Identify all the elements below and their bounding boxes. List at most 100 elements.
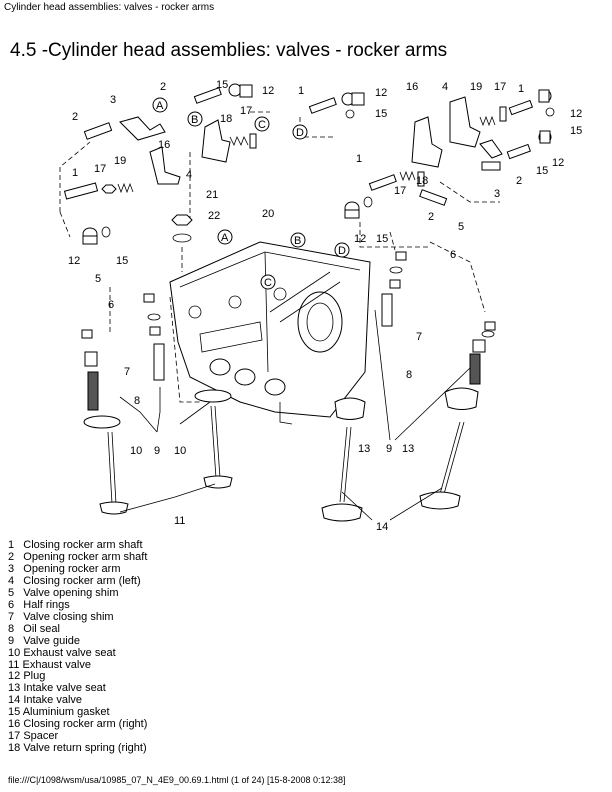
callout-4: 4 [442, 81, 448, 93]
part-name: Closing rocker arm (left) [23, 574, 141, 587]
part-number: 4 [8, 574, 15, 587]
callout-15: 15 [216, 79, 228, 91]
arrow-label-b: B [191, 114, 198, 126]
callout-1: 1 [356, 153, 362, 165]
arrow-labels: A B C D A B D C [152, 97, 350, 290]
part-number: 18 [8, 742, 21, 755]
part-number: 16 [8, 718, 21, 731]
callout-8: 8 [134, 395, 140, 407]
part-name: Opening rocker arm shaft [23, 550, 148, 563]
callout-20: 20 [262, 208, 274, 220]
parts-list-item: 8 Oil seal [8, 622, 147, 636]
callout-16: 16 [406, 81, 418, 93]
callout-10: 10 [174, 445, 186, 457]
parts-list-item: 10 Exhaust valve seat [8, 646, 147, 660]
callout-6: 6 [108, 299, 114, 311]
callout-10: 10 [130, 445, 142, 457]
part-number: 13 [8, 682, 21, 695]
part-number: 17 [8, 730, 21, 743]
callout-2: 2 [428, 211, 434, 223]
cylinder-head [169, 241, 371, 425]
parts-list-item: 1 Closing rocker arm shaft [8, 539, 147, 552]
valve-train-right [321, 231, 496, 522]
arrow-label-d-2: D [338, 245, 346, 257]
callout-18: 18 [416, 175, 428, 187]
parts-list: 1 Closing rocker arm shaft 2 Opening roc… [8, 539, 148, 755]
part-name: Opening rocker arm [23, 562, 121, 575]
part-number: 3 [8, 562, 15, 575]
callout-12: 12 [68, 255, 80, 267]
callout-17: 17 [240, 105, 252, 117]
part-name: Valve guide [23, 634, 80, 647]
part-number: 1 [8, 539, 15, 551]
part-name: Closing rocker arm shaft [23, 539, 143, 551]
part-name: Half rings [23, 598, 70, 611]
callout-19: 19 [470, 81, 482, 93]
callout-13: 13 [402, 443, 414, 455]
parts-list-item: 12 Plug [8, 671, 147, 683]
callout-2: 2 [160, 81, 166, 93]
browser-header: Cylinder head assemblies: valves - rocke… [4, 2, 215, 13]
part-number: 6 [8, 598, 15, 611]
callout-9: 9 [154, 445, 160, 457]
callout-11: 11 [174, 515, 185, 527]
arrow-label-a: A [156, 100, 164, 112]
arrow-label-c: C [258, 119, 266, 131]
parts-list-item: 6 Half rings [8, 598, 147, 612]
callout-5: 5 [458, 221, 464, 233]
parts-list-item: 7 Valve closing shim [8, 610, 147, 624]
callout-5: 5 [95, 273, 101, 285]
parts-list-item: 2 Opening rocker arm shaft [8, 550, 148, 564]
callout-12: 12 [552, 157, 564, 169]
part-number: 8 [8, 622, 15, 635]
part-number: 7 [8, 610, 15, 623]
parts-list-item: 15 Aluminium gasket [8, 706, 147, 719]
callout-3: 3 [110, 94, 116, 106]
callout-12: 12 [570, 108, 582, 120]
part-number: 9 [8, 634, 15, 647]
exploded-diagram: A B C D A B D C 2 15 12 3 2 18 17 16 17 … [59, 79, 582, 532]
callout-17: 17 [494, 81, 506, 93]
callout-2: 2 [516, 175, 522, 187]
callout-18: 18 [220, 113, 232, 125]
callout-7: 7 [124, 366, 130, 378]
shaft-plug-group [299, 92, 365, 138]
callout-8: 8 [406, 369, 412, 381]
part-name: Exhaust valve [22, 658, 91, 671]
callout-1: 1 [298, 85, 304, 97]
part-number: 15 [8, 706, 21, 719]
callout-12: 12 [375, 87, 387, 99]
part-number: 14 [8, 694, 21, 707]
part-number: 5 [8, 586, 15, 599]
parts-list-item: 9 Valve guide [8, 634, 147, 648]
rocker-group-right [344, 89, 555, 248]
callout-9: 9 [386, 443, 392, 455]
callout-15: 15 [570, 125, 582, 137]
arrow-label-a-2: A [221, 232, 229, 244]
part-name: Closing rocker arm (right) [23, 718, 148, 731]
page-footer-url: file:///C|/1098/wsm/usa/10985_07_N_4E9_0… [8, 775, 346, 785]
part-name: Spacer [23, 730, 59, 743]
part-name: Exhaust valve seat [23, 646, 116, 659]
callout-3: 3 [494, 188, 500, 200]
part-name: Intake valve seat [23, 682, 106, 695]
part-name: Valve opening shim [23, 586, 119, 599]
callout-19: 19 [114, 155, 126, 167]
plug-washer-group [171, 214, 193, 272]
parts-list-item: 17 Spacer [8, 730, 147, 743]
part-number: 10 [8, 646, 21, 659]
valve-train-left [81, 287, 233, 515]
callout-15: 15 [536, 165, 548, 177]
callout-1: 1 [518, 83, 524, 95]
part-number: 2 [8, 550, 15, 563]
callout-13: 13 [358, 443, 370, 455]
callout-21: 21 [206, 189, 218, 201]
parts-list-item: 16 Closing rocker arm (right) [8, 718, 148, 731]
parts-list-item: 4 Closing rocker arm (left) [8, 574, 147, 588]
arrow-label-b-2: B [294, 235, 301, 247]
part-name: Oil seal [23, 622, 60, 635]
rocker-group-middle [189, 83, 270, 222]
parts-list-item: 13 Intake valve seat [8, 682, 147, 695]
part-number: 12 [8, 670, 21, 683]
page-title: 4.5 -Cylinder head assemblies: valves - … [10, 40, 448, 61]
